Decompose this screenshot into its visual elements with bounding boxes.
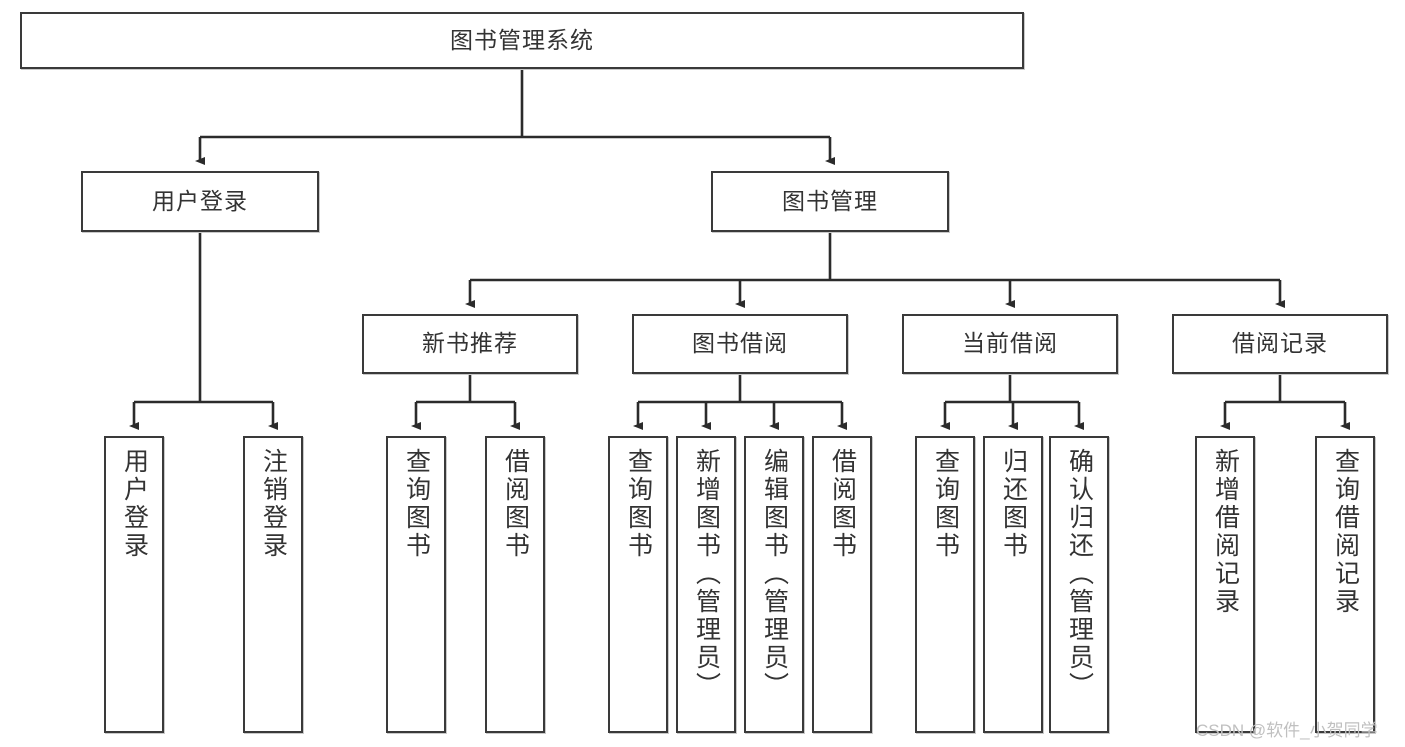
leaf-current-return-book-label: 归还图书 [999, 448, 1028, 560]
leaf-record-query-label: 查询借阅记录 [1331, 448, 1360, 616]
leaf-user-login[interactable]: 用户登录 [104, 436, 164, 733]
leaf-current-query-book-label: 查询图书 [931, 448, 960, 560]
leaf-recommend-query-book-label: 查询图书 [402, 448, 431, 560]
leaf-borrow-add-book-label: 新增图书（管理员） [692, 448, 721, 700]
node-book-manage-label: 图书管理 [782, 187, 878, 214]
node-current-borrow[interactable]: 当前借阅 [902, 314, 1118, 374]
leaf-user-logout[interactable]: 注销登录 [243, 436, 303, 733]
node-root-label: 图书管理系统 [450, 26, 594, 53]
node-book-borrow-label: 图书借阅 [692, 330, 788, 357]
leaf-borrow-add-book[interactable]: 新增图书（管理员） [676, 436, 736, 733]
leaf-recommend-query-book[interactable]: 查询图书 [386, 436, 446, 733]
leaf-user-login-label: 用户登录 [120, 448, 149, 560]
node-borrow-record-label: 借阅记录 [1232, 330, 1328, 357]
leaf-borrow-edit-book-label: 编辑图书（管理员） [760, 448, 789, 700]
node-current-borrow-label: 当前借阅 [962, 330, 1058, 357]
node-new-book-recommend[interactable]: 新书推荐 [362, 314, 578, 374]
leaf-current-return-book[interactable]: 归还图书 [983, 436, 1043, 733]
leaf-record-query[interactable]: 查询借阅记录 [1315, 436, 1375, 733]
leaf-borrow-query-book[interactable]: 查询图书 [608, 436, 668, 733]
leaf-record-add[interactable]: 新增借阅记录 [1195, 436, 1255, 733]
leaf-borrow-borrow-book-label: 借阅图书 [828, 448, 857, 560]
leaf-current-confirm-return[interactable]: 确认归还（管理员） [1049, 436, 1109, 733]
leaf-recommend-borrow-book[interactable]: 借阅图书 [485, 436, 545, 733]
node-user-login-label: 用户登录 [152, 187, 248, 214]
csdn-watermark: CSDN @软件_小贺同学 [1196, 721, 1378, 740]
leaf-borrow-query-book-label: 查询图书 [624, 448, 653, 560]
leaf-user-logout-label: 注销登录 [259, 448, 288, 560]
leaf-current-confirm-return-label: 确认归还（管理员） [1065, 448, 1094, 700]
node-new-book-recommend-label: 新书推荐 [422, 330, 518, 357]
leaf-recommend-borrow-book-label: 借阅图书 [501, 448, 530, 560]
leaf-borrow-edit-book[interactable]: 编辑图书（管理员） [744, 436, 804, 733]
node-user-login[interactable]: 用户登录 [81, 171, 319, 232]
leaf-borrow-borrow-book[interactable]: 借阅图书 [812, 436, 872, 733]
node-borrow-record[interactable]: 借阅记录 [1172, 314, 1388, 374]
node-book-borrow[interactable]: 图书借阅 [632, 314, 848, 374]
node-book-manage[interactable]: 图书管理 [711, 171, 949, 232]
leaf-current-query-book[interactable]: 查询图书 [915, 436, 975, 733]
node-root[interactable]: 图书管理系统 [20, 12, 1024, 69]
leaf-record-add-label: 新增借阅记录 [1211, 448, 1240, 616]
